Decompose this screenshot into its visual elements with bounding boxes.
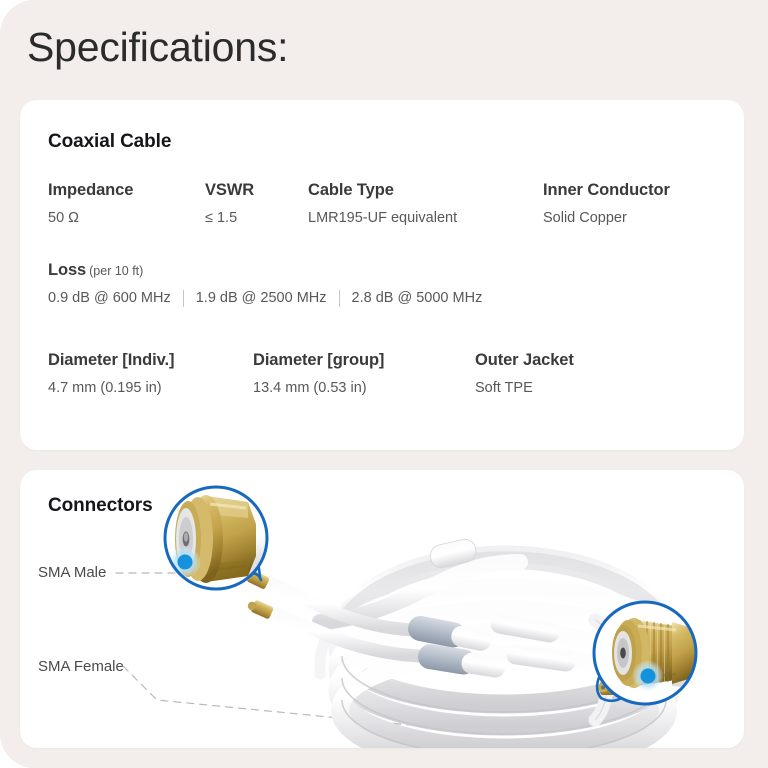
spec-loss-heading: Loss(per 10 ft) (48, 260, 143, 281)
spec-loss-value-3: 2.8 dB @ 5000 MHz (351, 290, 483, 306)
callout-ring-male (163, 485, 269, 591)
connector-tip-female-small (598, 680, 621, 695)
spec-outer-jacket-label: Outer Jacket (475, 351, 574, 369)
marker-dot-female (640, 668, 656, 684)
spec-inner-conductor-value: Solid Copper (543, 210, 627, 226)
callout-sma-female (592, 600, 698, 706)
spec-card-heading: Coaxial Cable (48, 131, 172, 152)
spec-diameter-group-value: 13.4 mm (0.53 in) (253, 380, 367, 396)
spec-loss-label: Loss (48, 261, 87, 279)
marker-dot-male (177, 554, 193, 570)
callout-label-sma-female: SMA Female (38, 658, 124, 675)
connector-tip-male-small (243, 570, 270, 589)
spec-impedance-value: 50 Ω (48, 210, 79, 226)
spec-impedance: Impedance 50 Ω (48, 180, 133, 227)
callout-sma-male (163, 485, 269, 591)
spec-vswr-value: ≤ 1.5 (205, 210, 238, 226)
spec-vswr-label: VSWR (205, 181, 255, 199)
marker-halo-female (632, 660, 664, 692)
loss-divider-2 (338, 289, 340, 307)
cable-coil-bundle (314, 545, 680, 748)
spec-cable-type: Cable Type LMR195-UF equivalent (308, 180, 457, 227)
spec-inner-conductor-label: Inner Conductor (543, 181, 670, 199)
leader-lines (115, 562, 635, 727)
spec-loss-value-1: 0.9 dB @ 600 MHz (48, 290, 171, 306)
coil-loops (328, 578, 680, 748)
spec-diameter-individual-label: Diameter [Indiv.] (48, 351, 175, 369)
page-title: Specifications: (27, 24, 289, 70)
callout-ring-female (592, 600, 698, 706)
callout-label-sma-male: SMA Male (38, 564, 107, 581)
loss-divider-1 (182, 289, 184, 307)
spec-loss-values: 0.9 dB @ 600 MHz 1.9 dB @ 2500 MHz 2.8 d… (48, 289, 482, 307)
cable-leads (243, 538, 621, 695)
spec-cable-type-label: Cable Type (308, 181, 394, 199)
connector-tip-second-small (247, 600, 274, 619)
spec-diameter-individual: Diameter [Indiv.] 4.7 mm (0.195 in) (48, 350, 174, 397)
strain-relief-upper (429, 538, 477, 569)
spec-loss-sublabel: (per 10 ft) (89, 264, 144, 278)
leader-line-sma-male (115, 562, 217, 574)
coaxial-cable-spec-card: Coaxial Cable Impedance 50 Ω VSWR ≤ 1.5 … (20, 100, 744, 450)
marker-halo-male (169, 546, 201, 578)
sma-female-connector-closeup (594, 602, 696, 704)
spec-outer-jacket: Outer Jacket Soft TPE (475, 350, 574, 397)
spec-diameter-group-label: Diameter [group] (253, 351, 385, 369)
connectors-card: Connectors SMA Male SMA Female (20, 470, 744, 748)
spec-loss-value-2: 1.9 dB @ 2500 MHz (195, 290, 327, 306)
spec-diameter-individual-value: 4.7 mm (0.195 in) (48, 380, 162, 396)
spec-vswr: VSWR ≤ 1.5 (205, 180, 254, 227)
connectors-card-heading: Connectors (48, 495, 153, 516)
sma-male-connector-closeup (165, 487, 267, 589)
spec-cable-type-value: LMR195-UF equivalent (308, 210, 458, 226)
spec-inner-conductor: Inner Conductor Solid Copper (543, 180, 670, 227)
leader-line-sma-female (122, 665, 635, 727)
spec-diameter-group: Diameter [group] 13.4 mm (0.53 in) (253, 350, 384, 397)
ferrules (408, 613, 576, 678)
spec-outer-jacket-value: Soft TPE (475, 380, 533, 396)
cable-tie-straps (314, 613, 616, 727)
spec-impedance-label: Impedance (48, 181, 134, 199)
